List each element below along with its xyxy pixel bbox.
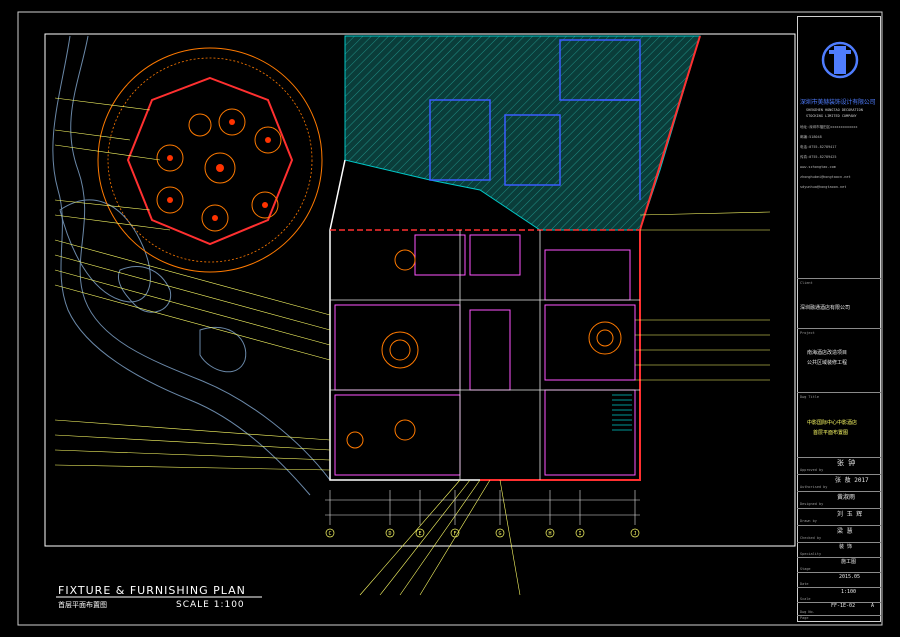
date-value: 2015.05 bbox=[839, 574, 861, 580]
designed-signature: 黄淑雨 bbox=[837, 494, 856, 501]
grid-label: G bbox=[498, 531, 501, 537]
grid-label: D bbox=[388, 531, 391, 537]
checked-label: Checked by bbox=[800, 536, 822, 540]
revision-value: A bbox=[871, 603, 875, 609]
tb-drawn: Drawn by 刘 玉 辉 bbox=[797, 508, 881, 525]
tb-designed: Designed by 黄淑雨 bbox=[797, 491, 881, 508]
chandeliers bbox=[346, 249, 622, 449]
dwgno-label: Dwg No. bbox=[800, 610, 815, 614]
date-label: Date bbox=[800, 582, 809, 586]
grid-bubble-labels: C D E F G H I J bbox=[328, 531, 636, 537]
tb-approved: Approved by 张 钟 bbox=[797, 457, 881, 474]
contact-line: 地址:深圳市福田区xxxxxxxxxxxxx bbox=[800, 125, 858, 129]
contact-line: sdyunhua@hongtaoon.net bbox=[800, 185, 847, 189]
tb-client-cell: Client 深圳融通酒店有限公司 bbox=[797, 278, 881, 328]
contact-line: www.szhongtao.com bbox=[800, 165, 836, 169]
dwgno-value: FF-1E-02 bbox=[831, 603, 856, 609]
building-walls bbox=[329, 35, 701, 481]
grid-label: E bbox=[418, 531, 421, 537]
restaurant-partitions bbox=[429, 39, 641, 200]
tb-drawing-name-cell: Dwg Title 中影国际中心中影酒店 首层平面布置图 bbox=[797, 392, 881, 457]
drawing-scale: SCALE 1:100 bbox=[176, 600, 245, 610]
grid-bubbles bbox=[325, 528, 640, 538]
contact-line: 电话:0755-82789417 bbox=[800, 145, 837, 149]
contact-line: zhonghubei@hongtaocn.net bbox=[800, 175, 851, 179]
drawing-name-2: 首层平面布置图 bbox=[813, 430, 849, 436]
drawn-label: Drawn by bbox=[800, 519, 817, 523]
authorised-label: Authorised by bbox=[800, 485, 828, 489]
specialty-label: Speciality bbox=[800, 552, 822, 556]
tb-page: Page bbox=[797, 615, 881, 622]
annotation-leaders-left bbox=[54, 97, 331, 471]
approved-label: Approved by bbox=[800, 468, 824, 472]
tb-date: Date 2015.05 bbox=[797, 572, 881, 587]
restaurant-zone bbox=[344, 35, 701, 231]
checked-signature: 梁 慧 bbox=[837, 528, 853, 535]
project-value: 南海酒店改造项目 bbox=[807, 350, 848, 356]
drawing-title: FIXTURE & FURNISHING PLAN bbox=[58, 584, 246, 597]
company-name-en-2: STOCKING LIMITED COMPANY bbox=[806, 114, 857, 118]
annotation-leaders-right bbox=[635, 211, 771, 381]
company-name-en: SHENZHEN HONGTAO DECORATION bbox=[806, 108, 863, 112]
scale-value: 1:100 bbox=[841, 589, 857, 595]
drawing-name: 中影国际中心中影酒店 bbox=[807, 420, 858, 426]
project-label: Project bbox=[800, 331, 815, 335]
tb-dwgno: Dwg No. FF-1E-02 A bbox=[797, 602, 881, 615]
drawing-frame bbox=[44, 33, 796, 547]
page-label: Page bbox=[800, 616, 809, 620]
tb-checked: Checked by 梁 慧 bbox=[797, 525, 881, 542]
contact-line: 传真:0755-82789425 bbox=[800, 155, 837, 159]
outer-frame bbox=[17, 11, 883, 626]
drawn-signature: 刘 玉 辉 bbox=[837, 511, 863, 518]
tb-stage: Stage 施工图 bbox=[797, 557, 881, 572]
grid-label: I bbox=[578, 531, 581, 537]
title-block bbox=[797, 16, 881, 622]
stage-label: Stage bbox=[800, 567, 811, 571]
stage-value: 施工图 bbox=[841, 559, 857, 565]
grid-label: C bbox=[328, 531, 331, 537]
stairs bbox=[612, 394, 632, 431]
project-value-2: 公共区域装修工程 bbox=[807, 360, 848, 366]
annotation-leaders-bottom bbox=[359, 479, 521, 596]
tb-specialty: Speciality 装 饰 bbox=[797, 542, 881, 557]
company-logo bbox=[821, 41, 859, 79]
drawing-name-label: Dwg Title bbox=[800, 395, 819, 399]
grid-label: H bbox=[548, 531, 551, 537]
company-name-cn: 深圳市美赫装饰设计有限公司 bbox=[800, 99, 876, 106]
tb-authorised: Authorised by 张 敖 2017 bbox=[797, 474, 881, 491]
specialty-value: 装 饰 bbox=[839, 544, 853, 550]
contact-line: 邮编:518048 bbox=[800, 135, 822, 139]
landscape-outline bbox=[52, 35, 331, 496]
designed-label: Designed by bbox=[800, 502, 824, 506]
authorised-signature: 张 敖 2017 bbox=[835, 477, 869, 484]
drawing-subtitle: 首层平面布置图 bbox=[58, 601, 107, 609]
approved-signature: 张 钟 bbox=[837, 459, 856, 467]
client-value: 深圳融通酒店有限公司 bbox=[800, 305, 851, 311]
circular-hall bbox=[97, 47, 323, 273]
tb-scale: Scale 1:100 bbox=[797, 587, 881, 602]
interior-partitions bbox=[330, 230, 640, 480]
grid-label: J bbox=[633, 531, 636, 537]
grid-label: F bbox=[453, 531, 456, 537]
client-label: Client bbox=[800, 281, 813, 285]
interior-rooms bbox=[334, 234, 636, 476]
tb-project-cell: Project 南海酒店改造项目 公共区域装修工程 bbox=[797, 328, 881, 392]
scale-label: Scale bbox=[800, 597, 811, 601]
dimension-lines bbox=[325, 490, 640, 525]
